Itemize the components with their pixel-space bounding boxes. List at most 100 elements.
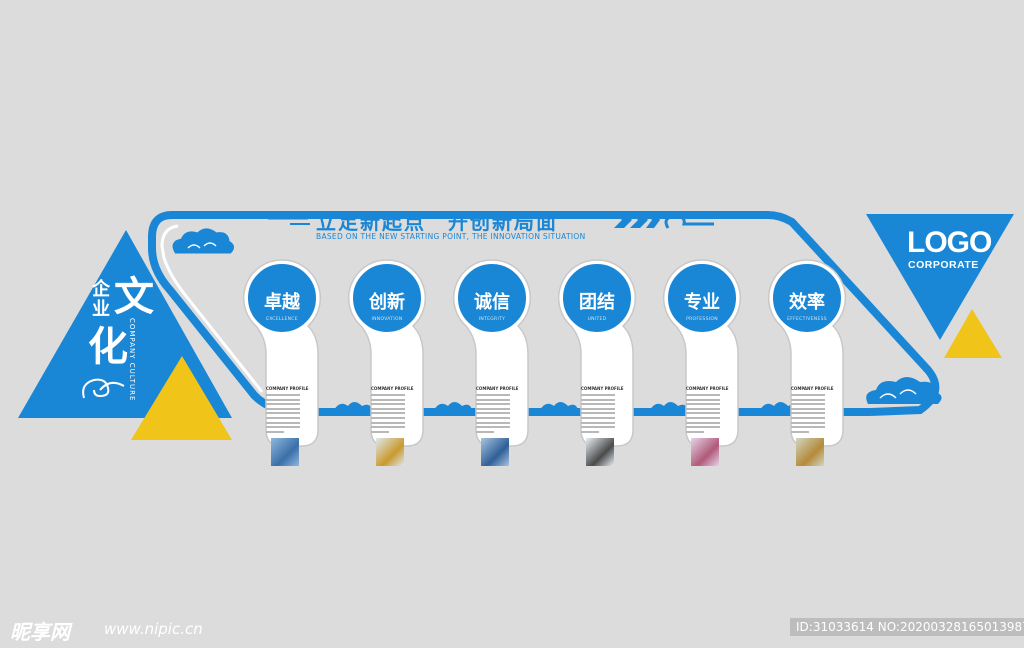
- card-text-line: [686, 412, 720, 415]
- card-heading: COMPANY PROFILE: [266, 386, 309, 391]
- card-text-line: [266, 398, 300, 401]
- card-text-line: [686, 398, 720, 401]
- card-text-line: [266, 394, 300, 396]
- card-text-line: [791, 412, 825, 415]
- card-text-line: [791, 403, 825, 406]
- card-text-line: [371, 421, 405, 424]
- card-subtitle: INNOVATION: [371, 317, 403, 322]
- card-text-line: [686, 421, 720, 424]
- card-subtitle: EXCELLENCE: [266, 317, 298, 322]
- page-title: 立足新起点 开创新局面: [316, 210, 558, 234]
- left-big-text-2: 化: [88, 323, 128, 370]
- header-swirl: [664, 214, 714, 229]
- header-chevrons: [614, 212, 660, 228]
- card-heading: COMPANY PROFILE: [476, 386, 519, 391]
- card-text-line: [581, 403, 615, 406]
- card-text-line: [581, 421, 615, 424]
- right-yellow-triangle: [944, 309, 1002, 358]
- card-text-line: [686, 426, 720, 429]
- card-heading: COMPANY PROFILE: [581, 386, 624, 391]
- card-text-line: [581, 412, 615, 415]
- right-blue-triangle: [866, 214, 1014, 340]
- card-text-line: [791, 417, 825, 419]
- left-swirl: [82, 378, 110, 399]
- watermark-logo: 昵享网: [10, 620, 70, 644]
- card-text-line: [686, 417, 720, 419]
- card-text-line: [476, 412, 510, 415]
- header-left-arrow: [268, 216, 310, 225]
- golden-vessel-picture: [376, 438, 404, 466]
- eagle-picture: [586, 438, 614, 466]
- culture-card: 专业 PROFESSION COMPANY PROFILE: [662, 258, 742, 466]
- card-text-line: [371, 394, 405, 396]
- card-text-line: [476, 421, 510, 424]
- card-text-line: [371, 412, 405, 415]
- card-circle: [351, 262, 423, 334]
- card-text-line: [371, 430, 389, 433]
- card-title: 专业: [684, 292, 720, 313]
- card-text-line: [266, 407, 300, 410]
- card-text-line: [476, 403, 510, 406]
- card-text-line: [581, 417, 615, 419]
- card-text-line: [686, 403, 720, 406]
- card-heading: COMPANY PROFILE: [371, 386, 414, 391]
- card-text-line: [476, 394, 510, 396]
- left-vertical-text: COMPANY CULTURE: [128, 318, 136, 402]
- left-small-text: 企业: [92, 279, 110, 320]
- card-circle: [246, 262, 318, 334]
- pipes-picture: [271, 438, 299, 466]
- card-text-line: [791, 426, 825, 429]
- card-text-line: [791, 421, 825, 424]
- card-text-line: [266, 421, 300, 424]
- watermark-id: ID:31033614 NO:20200328165013987038: [790, 618, 1024, 636]
- card-title: 卓越: [264, 292, 300, 313]
- card-shape: [662, 259, 742, 447]
- card-text-line: [581, 430, 599, 433]
- card-text-line: [686, 394, 720, 396]
- card-text-line: [266, 417, 300, 419]
- card-text-line: [476, 430, 494, 433]
- card-text-line: [476, 417, 510, 419]
- left-big-text-1: 文: [114, 273, 154, 320]
- card-title: 团结: [579, 292, 615, 313]
- card-shape: [767, 259, 847, 447]
- card-text-line: [371, 426, 405, 429]
- card-subtitle: PROFESSION: [686, 317, 718, 322]
- page-subtitle: BASED ON THE NEW STARTING POINT, THE INN…: [316, 232, 586, 241]
- card-text-line: [791, 430, 809, 433]
- cloud-top-left: [172, 228, 235, 254]
- track-highlight: [160, 224, 264, 393]
- handshake-picture: [481, 438, 509, 466]
- card-text-line: [476, 426, 510, 429]
- runner-picture: [691, 438, 719, 466]
- left-yellow-triangle: [131, 356, 232, 440]
- card-circle: [666, 262, 738, 334]
- logo-subtitle: CORPORATE: [908, 259, 979, 271]
- card-text-line: [476, 398, 510, 401]
- card-heading: COMPANY PROFILE: [686, 386, 729, 391]
- card-heading: COMPANY PROFILE: [791, 386, 834, 391]
- card-text-line: [476, 407, 510, 410]
- card-text-line: [581, 398, 615, 401]
- card-subtitle: INTEGRITY: [478, 317, 506, 322]
- card-text-line: [371, 417, 405, 419]
- card-circle: [771, 262, 843, 334]
- watermark-url: www.nipic.cn: [104, 620, 203, 638]
- card-text-line: [371, 407, 405, 410]
- card-text-line: [371, 398, 405, 401]
- card-text-line: [791, 394, 825, 396]
- card-text-line: [266, 430, 284, 433]
- leopard-picture: [796, 438, 824, 466]
- card-text-line: [581, 407, 615, 410]
- card-text-line: [266, 403, 300, 406]
- card-text-line: [266, 426, 300, 429]
- card-text-line: [686, 407, 720, 410]
- card-text-line: [371, 403, 405, 406]
- cloud-right: [866, 377, 942, 404]
- card-circle: [561, 262, 633, 334]
